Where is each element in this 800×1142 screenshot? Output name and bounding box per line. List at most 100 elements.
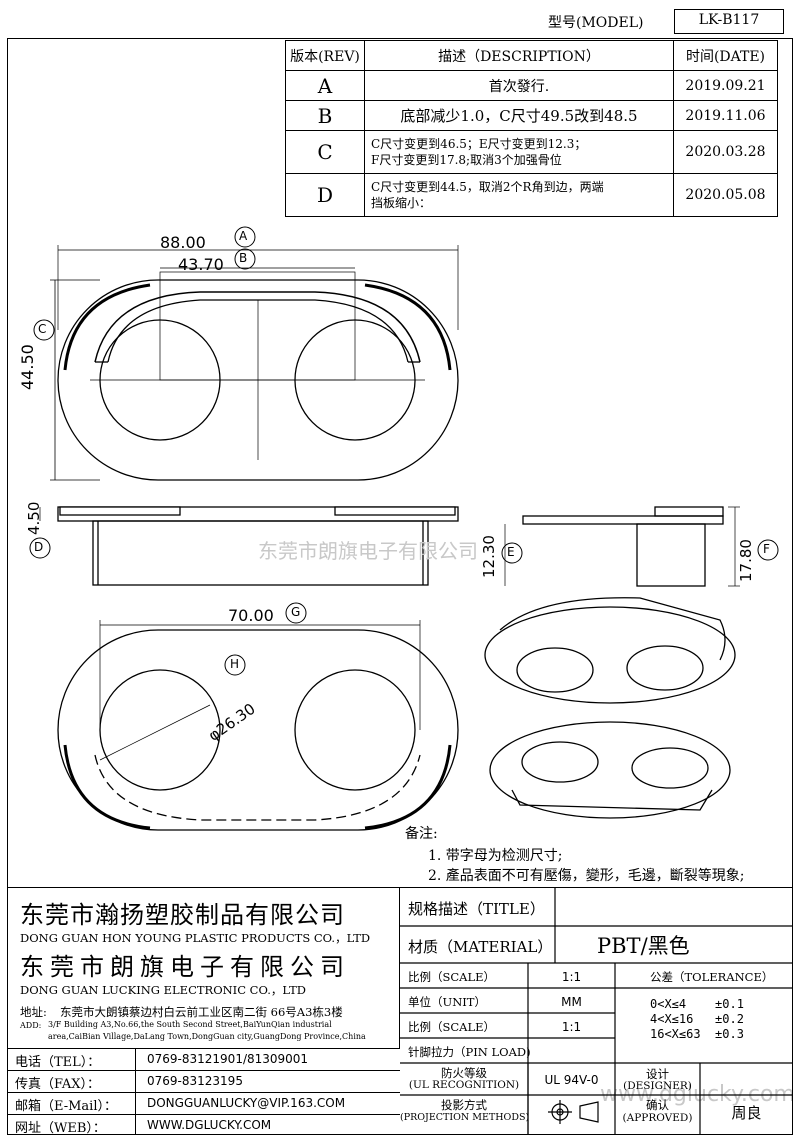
contact-value: WWW.DGLUCKY.COM xyxy=(147,1118,272,1132)
date-cell: 2020.05.08 xyxy=(673,173,778,217)
top-view-rail xyxy=(107,299,409,363)
desc-line: C尺寸变更到46.5；E尺寸变更到12.3； xyxy=(371,137,587,151)
contact-row: 传真（FAX）： 0769-83123195 xyxy=(7,1071,400,1093)
top-view-rail xyxy=(364,283,452,371)
company-box xyxy=(7,887,400,1049)
address-en-label: ADD: xyxy=(20,1021,42,1030)
contact-row: 网址（WEB）： WWW.DGLUCKY.COM xyxy=(7,1115,400,1136)
address-cn: 东莞市大朗镇蔡边村白云前工业区南二街 66号A3栋3楼 xyxy=(60,1005,343,1019)
pin-load-label: 针脚拉力（PIN LOAD) xyxy=(408,1045,531,1059)
designer-label: 设计 xyxy=(646,1067,669,1081)
side-view2-base xyxy=(636,523,706,587)
top-view-outline xyxy=(57,279,459,481)
date-header: 时间(DATE) xyxy=(673,40,778,71)
bottom-view-outline xyxy=(57,629,459,831)
rev-header: 版本(REV) xyxy=(285,40,365,71)
iso-view-top-body xyxy=(484,606,736,704)
label-a: A xyxy=(239,229,248,243)
projection-label-en: (PROJECTION METHODS) xyxy=(400,1112,530,1123)
scale-value: 1:1 xyxy=(561,970,582,984)
label-c: C xyxy=(38,322,47,336)
rev-cell: C xyxy=(285,130,365,174)
material-value: PBT/黑色 xyxy=(597,934,690,958)
approved-label-en: (APPROVED) xyxy=(622,1112,693,1124)
contact-label: 电话（TEL）： xyxy=(15,1055,101,1070)
designer-label-en: (DESIGNER) xyxy=(623,1080,692,1092)
projection-label: 投影方式 xyxy=(441,1098,487,1112)
side-view-flange xyxy=(59,506,181,516)
contact-value: 0769-83121901/81309001 xyxy=(147,1052,309,1066)
rev-cell: B xyxy=(285,100,365,131)
scale2-value: 1:1 xyxy=(561,1020,582,1034)
contact-label: 网址（WEB）： xyxy=(15,1121,106,1136)
bottom-view-rail xyxy=(364,744,452,830)
bottom-view-rail xyxy=(63,744,151,830)
label-b: B xyxy=(239,251,248,265)
revision-table: 版本(REV) 描述（DESCRIPTION） 时间(DATE) A 首次發行.… xyxy=(285,40,778,217)
tolerance-row: 0<X≤4 ±0.1 xyxy=(650,997,744,1011)
desc-line: C尺寸变更到44.5，取消2个R角到边，两端 xyxy=(371,180,604,194)
company-name-1: 东莞市瀚扬塑胶制品有限公司 xyxy=(20,901,345,929)
dim-88: 88.00 xyxy=(160,233,206,252)
dim-70: 70.00 xyxy=(228,606,274,625)
watermark-center: 东莞市朗旗电子有限公司 xyxy=(258,539,478,563)
tolerance-label: 公差（TOLERANCE） xyxy=(650,970,774,984)
label-g: G xyxy=(291,605,301,619)
desc-cell: C尺寸变更到44.5，取消2个R角到边，两端 挡板缩小： xyxy=(364,173,674,217)
bottom-view-hole xyxy=(294,669,416,791)
side-view-flange xyxy=(334,506,456,516)
address-en-line: 3/F Building A3,No.66,the South Second S… xyxy=(48,1020,332,1029)
label-e: E xyxy=(507,545,515,559)
model-label: 型号(MODEL) xyxy=(548,15,644,31)
unit-label: 单位（UNIT） xyxy=(408,995,486,1009)
ul-value: UL 94V-0 xyxy=(544,1073,599,1087)
desc-cell: C尺寸变更到46.5；E尺寸变更到12.3； F尺寸变更到17.8;取消3个加强… xyxy=(364,130,674,174)
title-label: 规格描述（TITLE） xyxy=(408,900,545,918)
contact-row: 电话（TEL）： 0769-83121901/81309001 xyxy=(7,1049,400,1071)
ul-label: 防火等级 xyxy=(441,1066,487,1080)
tolerance-row: 4<X≤16 ±0.2 xyxy=(650,1012,744,1026)
label-h: H xyxy=(230,657,240,671)
approved-label: 确认 xyxy=(646,1098,669,1112)
label-f: F xyxy=(763,542,770,556)
material-label: 材质（MATERIAL） xyxy=(408,938,553,956)
company-name-2: 东莞市朗旗电子有限公司 xyxy=(20,953,350,981)
rev-cell: D xyxy=(285,173,365,217)
ul-label-en: (UL RECOGNITION) xyxy=(408,1079,520,1091)
scale2-label: 比例（SCALE） xyxy=(408,1020,496,1034)
bottom-view-rail xyxy=(94,754,421,821)
model-value: LK-B117 xyxy=(698,12,760,28)
company-name-1-en: DONG GUAN HON YOUNG PLASTIC PRODUCTS CO.… xyxy=(20,931,371,945)
contacts: 电话（TEL）： 0769-83121901/81309001 传真（FAX）：… xyxy=(7,1049,400,1136)
side-view2-top xyxy=(654,506,724,517)
contacts-divider xyxy=(135,1049,136,1135)
desc-line: F尺寸变更到17.8;取消3个加强骨位 xyxy=(371,153,562,167)
label-d: D xyxy=(34,540,44,554)
address-en-line: area,CaiBian Village,DaLang Town,DongGua… xyxy=(48,1032,366,1041)
date-cell: 2019.11.06 xyxy=(673,100,778,131)
contact-label: 邮箱（E-Mail）： xyxy=(15,1099,118,1114)
technical-drawing xyxy=(29,226,779,831)
note-item: 1. 带字母为检测尺寸; xyxy=(428,848,563,864)
tolerance-row: 16<X≤63 ±0.3 xyxy=(650,1027,744,1041)
model-box xyxy=(674,9,784,34)
dim-4370: 43.70 xyxy=(178,255,224,274)
unit-value: MM xyxy=(561,995,582,1009)
top-view-rail xyxy=(94,291,421,363)
contact-value: 0769-83123195 xyxy=(147,1074,243,1088)
contact-label: 传真（FAX）： xyxy=(15,1077,101,1092)
side-view-base xyxy=(92,520,429,586)
desc-cell: 底部减少1.0，C尺寸49.5改到48.5 xyxy=(364,100,674,131)
approved-value: 周良 xyxy=(731,1104,762,1122)
desc-line: 挡板缩小： xyxy=(371,196,432,210)
notes-title: 备注: xyxy=(405,826,438,842)
contact-value: DONGGUANLUCKY@VIP.163.COM xyxy=(147,1096,346,1110)
projection-symbol xyxy=(548,1100,599,1124)
scale-label: 比例（SCALE） xyxy=(408,970,496,984)
date-cell: 2019.09.21 xyxy=(673,70,778,101)
iso-view-bottom-body xyxy=(489,721,731,819)
contact-row: 邮箱（E-Mail）： DONGGUANLUCKY@VIP.163.COM xyxy=(7,1093,400,1115)
top-view-rail xyxy=(63,283,151,371)
address-label: 地址: xyxy=(20,1005,47,1019)
